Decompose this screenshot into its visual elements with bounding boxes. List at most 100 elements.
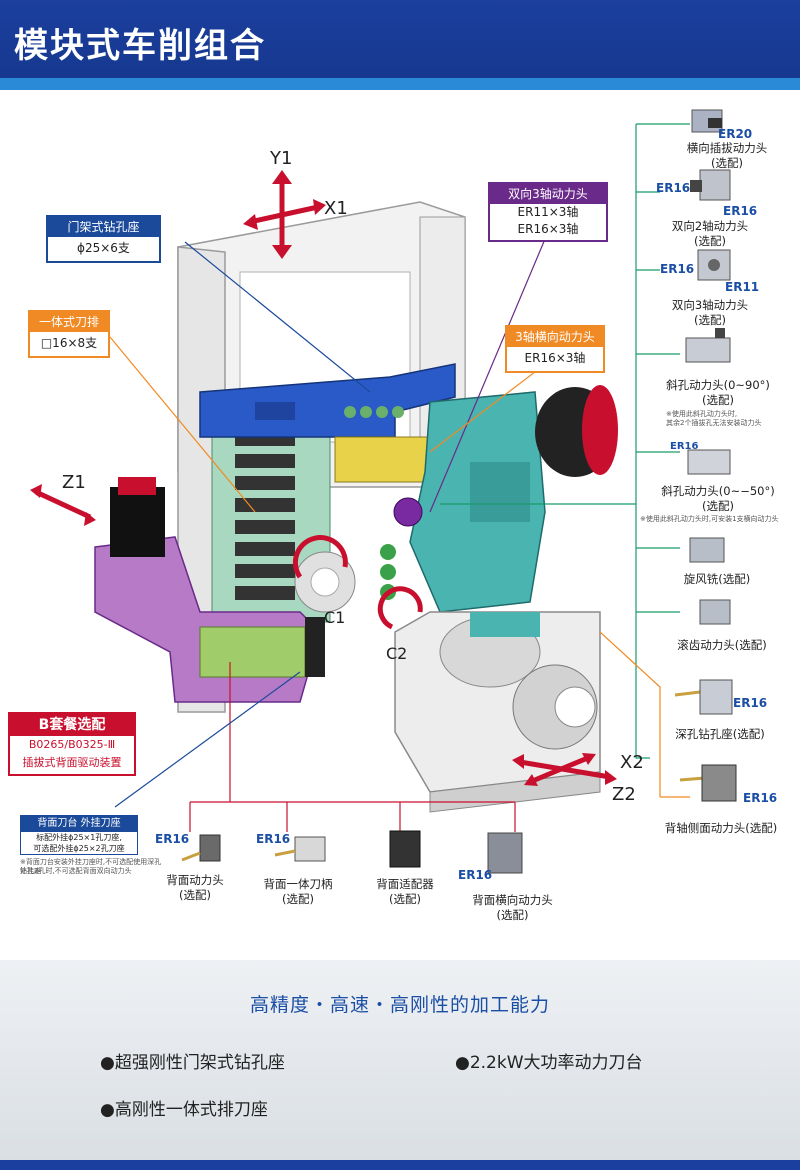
- feature-item-1: ●超强刚性门架式钻孔座: [100, 1053, 285, 1073]
- icon-angled-head-50: [687, 449, 731, 475]
- icon-back-cross-head: [487, 832, 523, 874]
- right-opt-5-er: ER16: [670, 441, 699, 452]
- axis-label-z1: Z1: [62, 472, 86, 493]
- right-opt-7-label1: 滚齿动力头(选配): [677, 638, 767, 652]
- icon-whirl-mill: [689, 537, 725, 563]
- bottom-opt-2-label2: (选配): [282, 892, 314, 906]
- bottom-option-icons: [181, 830, 523, 874]
- turret-block: [409, 385, 618, 613]
- bottom-opt-3-label1: 背面适配器: [376, 877, 434, 891]
- right-opt-4-label2: (选配): [702, 393, 734, 407]
- right-opt-1-label2: (选配): [711, 156, 743, 170]
- icon-deep-drill: [674, 679, 733, 715]
- package-b-line2: 插拔式背面驱动装置: [22, 756, 122, 769]
- icon-hob-head: [699, 599, 731, 625]
- biaxial-head: [393, 497, 423, 527]
- icon-angled-head-90: [685, 328, 731, 363]
- page-title: 模块式车削组合: [14, 26, 266, 66]
- bottom-opt-4-label1: 背面横向动力头: [472, 893, 553, 907]
- axis-label-z2: Z2: [612, 784, 636, 805]
- icon-biaxial-3-head: [697, 249, 731, 281]
- axis-label-c2: C2: [386, 644, 408, 663]
- leader-lines: [109, 123, 690, 832]
- icon-cross-plug-head: [691, 109, 723, 133]
- right-opt-4-note1: ※使用此斜孔动力头时,: [666, 410, 738, 418]
- icon-back-power-head: [181, 834, 221, 862]
- bottom-opt-4-label2: (选配): [496, 908, 529, 922]
- cross-power-head: [334, 436, 436, 483]
- callout-gang-title: 一体式刀排: [30, 312, 108, 332]
- icon-back-adapter: [389, 830, 421, 868]
- right-opt-3-er-b: ER11: [725, 280, 760, 294]
- back-holder-line2: 可选配外挂ϕ25×2孔刀座: [33, 844, 125, 853]
- c1-rotation-arrow: [292, 535, 348, 579]
- right-option-icons: [674, 109, 737, 802]
- callout-biaxial-title: 双向3轴动力头: [490, 184, 606, 204]
- right-opt-3-label1: 双向3轴动力头: [671, 298, 749, 312]
- package-b-title: B套餐选配: [10, 714, 134, 736]
- header-stripe: [0, 78, 800, 90]
- right-opt-8-er: ER16: [733, 696, 768, 710]
- feature-headline: 高精度・高速・高刚性的加工能力: [249, 994, 550, 1016]
- callout-biaxial: 双向3轴动力头 ER11×3轴 ER16×3轴: [488, 182, 608, 242]
- icon-biaxial-2-head: [690, 169, 731, 201]
- back-holder-title: 背面刀台 外挂刀座: [21, 816, 137, 832]
- callout-gantry-title: 门架式钻孔座: [48, 217, 159, 237]
- right-opt-9-er: ER16: [743, 791, 778, 805]
- sub-spindle: [394, 611, 601, 813]
- back-slide-unit: [94, 477, 325, 703]
- callout-biaxial-spec2: ER16×3轴: [517, 222, 579, 236]
- right-opt-1-label1: 横向插拔动力头: [686, 141, 768, 155]
- right-opt-5-label1: 斜孔动力头(0~−50°): [661, 484, 775, 498]
- gantry-drill-holder: [199, 363, 456, 438]
- right-opt-2-er-b: ER16: [723, 204, 758, 218]
- bottom-opt-1-er: ER16: [155, 832, 190, 846]
- x2-z2-axis-arrows: [512, 753, 617, 786]
- right-opt-5-note1: ※使用此斜孔动力头时,可安装1支横向动力头: [640, 515, 779, 523]
- bottom-opt-4-er: ER16: [458, 868, 493, 882]
- bottom-opt-1-label1: 背面动力头: [166, 873, 224, 887]
- feature-section: 高精度・高速・高刚性的加工能力 ●超强刚性门架式钻孔座 ●2.2kW大功率动力刀…: [0, 960, 800, 1170]
- icon-back-integrated-holder: [274, 836, 326, 862]
- axis-label-x1: X1: [324, 198, 348, 219]
- right-opt-8-label1: 深孔钻孔座(选配): [675, 727, 765, 741]
- right-opt-2-label1: 双向2轴动力头: [671, 219, 749, 233]
- right-opt-2-er-a: ER16: [656, 181, 691, 195]
- right-opt-6-label1: 旋风铣(选配): [683, 572, 751, 586]
- icon-back-side-head: [679, 764, 737, 802]
- callout-gang-plate: 一体式刀排 □16×8支: [28, 310, 110, 358]
- right-opt-4-note2: 其余2个插拔孔无法安装动力头: [666, 419, 762, 427]
- back-holder-note1: ※背面刀台安装外挂刀座时,不可选配使用深孔钻孔座: [20, 858, 162, 875]
- right-opt-5-label2: (选配): [702, 499, 734, 513]
- machine-illustration: [30, 123, 690, 832]
- main-spindle: [294, 551, 356, 613]
- callout-biaxial-spec1: ER11×3轴: [517, 205, 579, 219]
- callout-cross3-title: 3轴横向动力头: [507, 327, 603, 347]
- back-holder-line1: 标配外挂ϕ25×1孔刀座,: [36, 833, 122, 842]
- callout-gang-spec: □16×8支: [40, 336, 98, 350]
- callout-gantry-spec: ϕ25×6支: [77, 241, 130, 255]
- footer-bar: [0, 1160, 800, 1170]
- c2-rotation-arrow: [377, 586, 423, 630]
- callout-gantry-drill: 门架式钻孔座 ϕ25×6支: [46, 215, 161, 263]
- bottom-opt-3-label2: (选配): [389, 892, 421, 906]
- right-opt-4-label1: 斜孔动力头(0~90°): [666, 378, 770, 392]
- back-holder-note2: 外挂2孔时,不可选配背面双向动力头: [20, 867, 132, 875]
- callout-package-b: B套餐选配 B0265/B0325-Ⅲ 插拔式背面驱动装置: [8, 712, 136, 776]
- axis-label-x2: X2: [620, 752, 644, 773]
- right-opt-2-label2: (选配): [694, 234, 726, 248]
- right-opt-1-er: ER20: [718, 127, 753, 141]
- callout-cross3-spec: ER16×3轴: [524, 351, 586, 365]
- z1-axis-arrow: [30, 484, 96, 526]
- right-opt-9-label1: 背轴侧面动力头(选配): [664, 821, 778, 835]
- bottom-opt-2-label1: 背面一体刀柄: [263, 877, 333, 891]
- bottom-opt-1-label2: (选配): [179, 888, 211, 902]
- y1-x1-axis-arrows: [243, 170, 326, 259]
- header-bar: 模块式车削组合: [0, 0, 800, 90]
- callout-cross3: 3轴横向动力头 ER16×3轴: [505, 325, 605, 373]
- feature-item-2: ●2.2kW大功率动力刀台: [455, 1053, 643, 1073]
- feature-item-3: ●高刚性一体式排刀座: [100, 1100, 268, 1120]
- gang-tool-plate: [211, 421, 331, 623]
- callout-back-holder: 背面刀台 外挂刀座 标配外挂ϕ25×1孔刀座, 可选配外挂ϕ25×2孔刀座: [20, 815, 138, 855]
- right-opt-3-er-a: ER16: [660, 262, 695, 276]
